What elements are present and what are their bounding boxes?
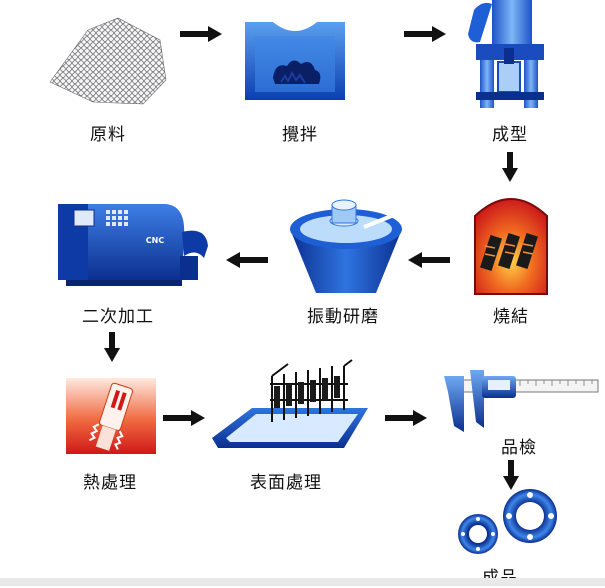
raw-material-icon — [49, 17, 167, 105]
step-label-vibration-grinding: 振動研磨 — [307, 307, 379, 327]
step-label-secondary-machining: 二次加工 — [82, 307, 154, 327]
heat-treatment-icon — [66, 378, 156, 454]
finished-products-icon — [458, 489, 557, 554]
arrow-right-icon — [404, 26, 446, 42]
arrow-down-icon — [502, 152, 518, 182]
step-label-sintering: 燒結 — [493, 307, 529, 327]
arrow-right-icon — [180, 26, 222, 42]
bottom-border — [0, 578, 605, 586]
caliper-icon — [444, 370, 599, 432]
arrow-right-icon — [385, 410, 427, 426]
forming-press-icon — [468, 0, 544, 108]
arrow-right-icon — [163, 410, 205, 426]
step-label-heat-treatment: 熱處理 — [83, 473, 137, 493]
arrow-down-icon — [503, 460, 519, 490]
step-label-raw-material: 原料 — [90, 125, 126, 145]
cnc-badge: CNC — [145, 236, 165, 245]
step-label-forming: 成型 — [492, 125, 528, 145]
mixing-icon — [245, 22, 345, 100]
step-label-surface-treatment: 表面處理 — [250, 473, 322, 493]
step-label-mixing: 攪拌 — [282, 125, 318, 145]
cnc-machine-icon — [58, 204, 208, 286]
arrow-left-icon — [408, 252, 450, 268]
arrow-left-icon — [226, 252, 268, 268]
step-label-inspection: 品檢 — [501, 438, 537, 458]
surface-treatment-icon — [212, 359, 368, 448]
arrow-down-icon — [104, 332, 120, 362]
vibration-grinding-icon — [290, 199, 402, 293]
sintering-furnace-icon — [474, 198, 548, 295]
